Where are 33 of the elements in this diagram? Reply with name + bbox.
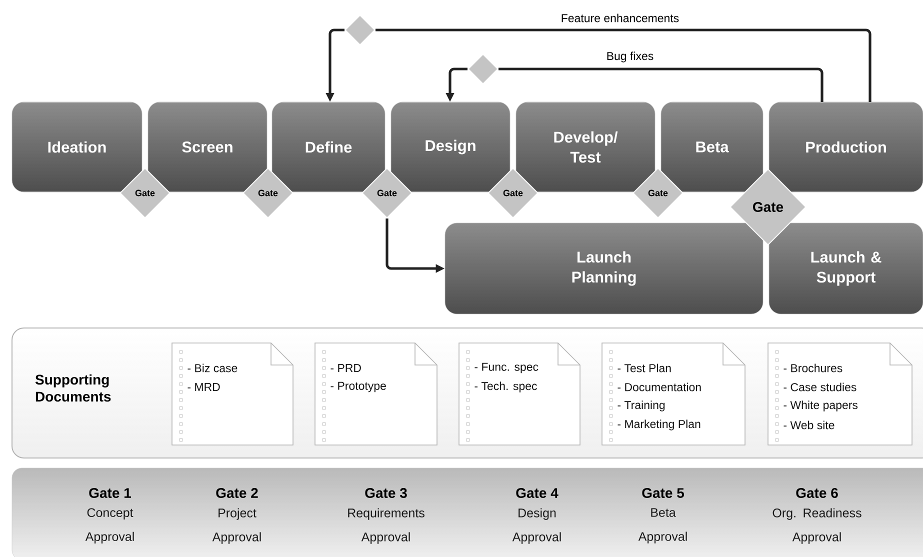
list-item: - White papers <box>784 400 858 412</box>
gate-description: Project Approval <box>212 508 261 544</box>
gate-title: Gate 2 <box>216 488 258 498</box>
list-item: - Biz case <box>188 364 238 372</box>
diamond <box>468 54 498 84</box>
gate-title: Gate 1 <box>89 488 131 498</box>
launch-box: Launch & Support <box>768 222 923 314</box>
gate-title: Gate 3 <box>365 488 407 498</box>
list-item: - Web site <box>784 420 834 430</box>
edge-label: Bug fixes <box>605 50 655 64</box>
list-item: - Documentation <box>618 382 701 392</box>
list-item: - Func. spec <box>474 362 538 374</box>
edge-label: Feature enhancements <box>560 12 680 24</box>
gate-description: Design Approval <box>512 508 561 544</box>
launch-box: Launch Planning <box>444 222 764 314</box>
gate-description: Org. Readiness Approval <box>772 508 862 544</box>
list-item: - Tech. spec <box>474 382 537 392</box>
list-item: - Prototype <box>330 382 386 392</box>
gate-description: Concept Approval <box>85 508 134 544</box>
diamond <box>344 14 376 46</box>
gate-title: Gate 4 <box>516 488 558 498</box>
list-item: - MRD <box>188 383 220 391</box>
list-item: - Training <box>618 400 665 412</box>
list-item: - Case studies <box>784 382 856 392</box>
list-item: - Marketing Plan <box>618 420 700 430</box>
list-item: - Test Plan <box>618 364 671 372</box>
gate-title: Gate 6 <box>796 488 838 498</box>
gate-description: Beta Approval <box>638 508 687 544</box>
gate-title: Gate 5 <box>642 488 684 498</box>
gate-description: Requirements Approval <box>348 508 424 544</box>
list-item: - PRD <box>330 364 361 372</box>
phase-box: Production <box>768 102 923 192</box>
list-item: - Brochures <box>784 364 842 372</box>
